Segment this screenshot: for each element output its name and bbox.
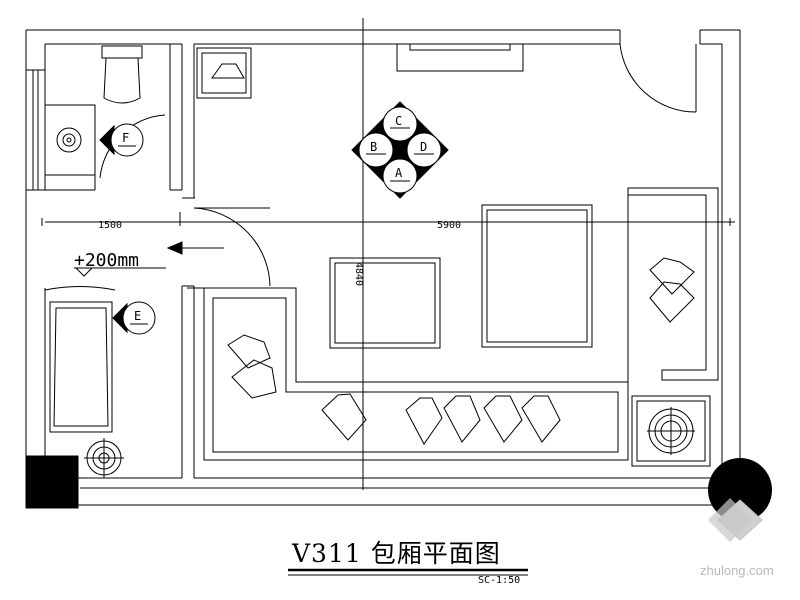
- partition-walls: [44, 44, 722, 479]
- marker-d-label: D: [420, 140, 427, 154]
- marker-a-label: A: [395, 166, 403, 180]
- title-underline: [288, 568, 528, 576]
- structural-column: [25, 455, 79, 509]
- tv-cabinet: [396, 43, 524, 72]
- corridor-ceiling-light: [84, 438, 124, 478]
- corridor-sofa: [44, 286, 116, 433]
- marker-c-label: C: [395, 114, 402, 128]
- left-window: [25, 69, 46, 191]
- axis-lines: [45, 18, 735, 490]
- elevation-marker-f: [99, 123, 144, 157]
- elevation-marker-e: [112, 301, 156, 335]
- watermark-logo: [708, 458, 772, 542]
- dimension-label-right: 5900: [437, 220, 461, 231]
- marker-f-label: F: [122, 131, 129, 145]
- l-sofa: [187, 287, 629, 461]
- corner-cabinet: [196, 47, 252, 99]
- corner-speaker: [631, 395, 711, 467]
- marker-b-label: B: [370, 140, 377, 154]
- drawing-scale: SC-1:50: [478, 575, 521, 586]
- marker-e-label: E: [134, 309, 141, 323]
- right-sofa: [627, 187, 719, 382]
- toilet-fixture: [101, 45, 143, 104]
- watermark-text: zhulong.com: [700, 563, 774, 578]
- level-mark-label: +200mm: [74, 250, 139, 271]
- dimension-ticks: [41, 43, 731, 489]
- drawing-title: V311 包厢平面图: [292, 539, 501, 568]
- top-right-door: [619, 43, 697, 113]
- wash-basin: [44, 104, 96, 176]
- cushions: [227, 257, 695, 445]
- coffee-table-right: [481, 204, 593, 348]
- level-arrow: [74, 241, 224, 277]
- dimension-label-height: 4840: [353, 262, 364, 286]
- elevation-marker-diamond: [351, 101, 449, 199]
- coffee-table-left: [329, 257, 441, 349]
- entry-door: [193, 207, 271, 287]
- dimension-label-left: 1500: [98, 220, 122, 231]
